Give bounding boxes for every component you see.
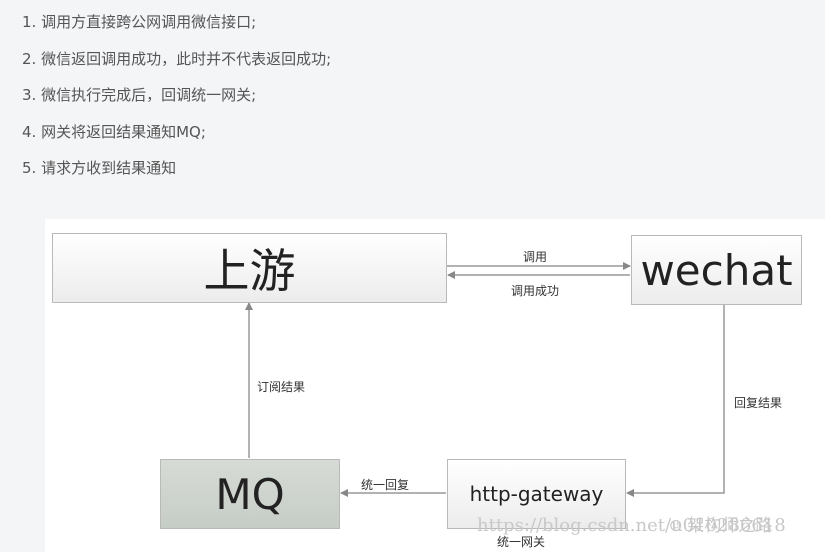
call-success-label: 调用成功	[511, 284, 560, 298]
subscribe-result-label: 订阅结果	[257, 380, 306, 394]
url-watermark: https://blog.csdn.net/u010286618	[477, 515, 786, 536]
flow-diagram: 上游 wechat MQ http-gateway 调用 调用成功 订阅结果 回…	[45, 219, 825, 552]
step-list: 1. 调用方直接跨公网调用微信接口; 2. 微信返回调用成功，此时并不代表返回成…	[22, 4, 331, 187]
wechat-logo-icon: ☺	[669, 517, 688, 535]
wechat-label: wechat	[640, 245, 793, 295]
upstream-label: 上游	[203, 244, 296, 298]
step-2: 2. 微信返回调用成功，此时并不代表返回成功;	[22, 49, 332, 68]
wechat-node: wechat	[631, 235, 802, 305]
brand-watermark-text: 架构师之路	[687, 516, 773, 536]
step-5: 5. 请求方收到结果通知	[22, 159, 177, 177]
brand-watermark: ☺ 架构师之路	[669, 511, 772, 536]
unified-gateway-label: 统一网关	[497, 535, 546, 549]
reply-result-arrow	[626, 305, 725, 497]
gateway-node: http-gateway	[447, 459, 626, 529]
reply-result-label: 回复结果	[734, 396, 783, 410]
gateway-label: http-gateway	[469, 482, 604, 506]
step-3: 3. 微信执行完成后，回调统一网关;	[22, 86, 257, 104]
unified-reply-label: 统一回复	[361, 478, 410, 492]
upstream-node: 上游	[52, 233, 447, 303]
step-1: 1. 调用方直接跨公网调用微信接口;	[22, 13, 257, 31]
mq-label: MQ	[215, 469, 285, 519]
step-4: 4. 网关将返回结果通知MQ;	[22, 122, 206, 141]
call-label: 调用	[523, 250, 548, 264]
diagram-connectors	[245, 262, 725, 497]
mq-node: MQ	[160, 459, 340, 529]
